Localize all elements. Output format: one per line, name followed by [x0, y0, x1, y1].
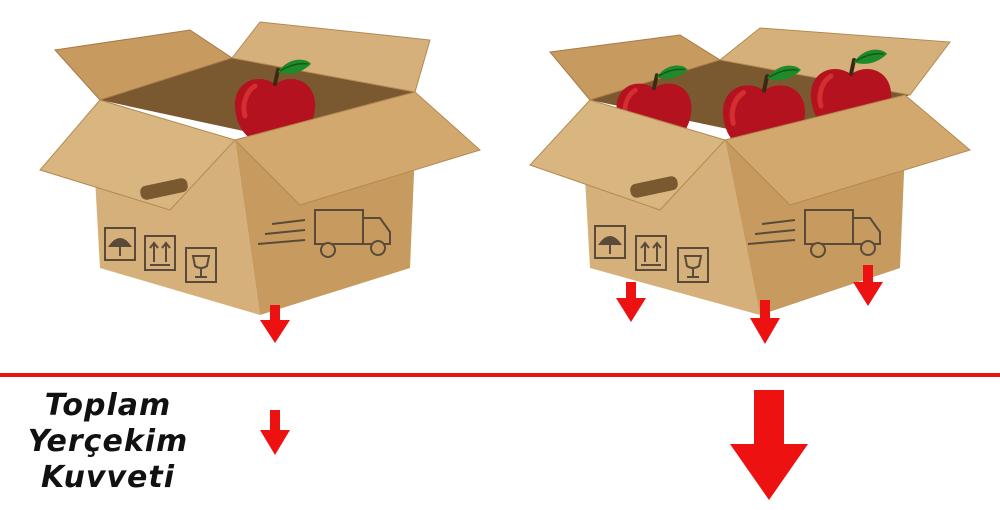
right-box-force-arrow-3: [853, 265, 883, 306]
right-box-print: [594, 209, 881, 283]
label-line-1: Toplam: [44, 388, 172, 423]
right-box: [529, 27, 972, 344]
right-box-force-arrow-2: [750, 300, 780, 344]
left-box-back-flap: [231, 21, 431, 93]
total-gravity-label: Toplam Yerçekim Kuvveti: [8, 388, 208, 496]
umbrella-icon: [104, 227, 136, 261]
left-box-handle: [140, 178, 188, 200]
total-force-arrow-small: [260, 410, 290, 455]
left-box-force-arrow: [260, 305, 290, 343]
right-box-force-arrow-1: [616, 282, 646, 322]
this-side-up-icon: [635, 235, 667, 271]
right-box-right-front-flap: [724, 94, 972, 206]
label-line-3: Kuvveti: [40, 460, 176, 495]
this-side-up-icon: [144, 235, 176, 271]
label-line-2: Yerçekim: [27, 424, 189, 459]
fragile-icon: [677, 247, 709, 283]
left-box-left-back-flap: [54, 29, 234, 101]
total-force-arrow-large: [730, 390, 808, 500]
fragile-icon: [185, 247, 217, 283]
truck-icon: [747, 209, 881, 258]
right-box-handle: [630, 176, 678, 198]
left-box: [39, 21, 481, 343]
truck-icon: [257, 209, 391, 258]
left-box-right-front-flap: [234, 91, 481, 206]
umbrella-icon: [594, 225, 626, 259]
left-box-print: [104, 209, 391, 283]
